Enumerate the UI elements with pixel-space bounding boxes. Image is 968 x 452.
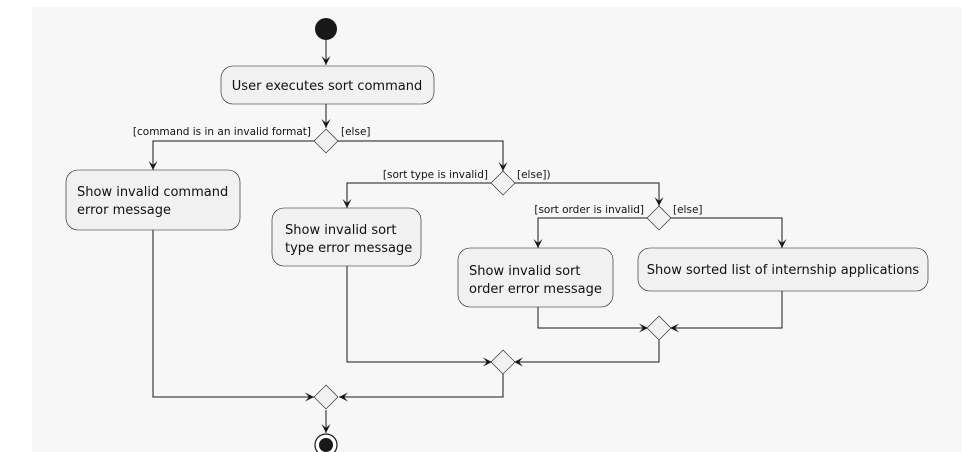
action-invalid-sort-order: Show invalid sort order error message	[457, 247, 614, 308]
merge-command-format	[313, 384, 339, 410]
flow-invalid-type	[346, 182, 491, 208]
flow-else-2	[515, 182, 660, 206]
guard-else-3: [else]	[673, 204, 703, 216]
decision-sort-order	[646, 205, 672, 231]
guard-else-1: [else]	[341, 126, 371, 138]
flow-else-1	[338, 140, 504, 171]
flow-invalid-format	[152, 140, 314, 170]
flow-else-3	[671, 217, 783, 248]
decision-sort-type	[490, 170, 516, 196]
action-invalid-sort-type-line-1: Show invalid sort	[285, 223, 397, 238]
action-show-sorted-list: Show sorted list of internship applicati…	[637, 247, 929, 292]
guard-else-2: [else])	[517, 169, 551, 181]
guard-invalid-format: [command is in an invalid format]	[133, 126, 311, 138]
action-invalid-sort-order-line-2: order error message	[469, 282, 602, 297]
action-invalid-sort-type-line-2: type error message	[285, 241, 412, 256]
action-invalid-command-line-1: Show invalid command	[77, 185, 228, 200]
guard-invalid-order: [sort order is invalid]	[534, 204, 644, 216]
merge-sort-type	[490, 349, 516, 375]
action-execute-sort: User executes sort command	[220, 65, 435, 105]
action-invalid-command: Show invalid command error message	[65, 169, 241, 231]
flow-merge-2-to-merge-1	[339, 374, 504, 398]
flow-order-error-to-merge	[537, 307, 648, 329]
end-node	[314, 433, 338, 452]
decision-command-format	[313, 128, 339, 154]
action-invalid-sort-order-line-1: Show invalid sort	[469, 264, 581, 279]
merge-sort-order	[646, 315, 672, 341]
flow-invalid-order	[537, 217, 647, 248]
action-invalid-sort-type: Show invalid sort type error message	[271, 207, 422, 267]
guard-invalid-type: [sort type is invalid]	[383, 169, 488, 181]
flow-type-error-to-merge	[346, 266, 492, 363]
action-show-sorted-list-label: Show sorted list of internship applicati…	[647, 263, 920, 278]
flow-command-error-to-merge	[152, 230, 314, 398]
action-invalid-command-line-2: error message	[77, 203, 171, 218]
flow-sorted-to-merge	[670, 291, 783, 329]
flow-merge-3-to-merge-2	[514, 340, 660, 363]
action-execute-sort-label: User executes sort command	[232, 79, 422, 94]
start-node	[315, 18, 337, 40]
